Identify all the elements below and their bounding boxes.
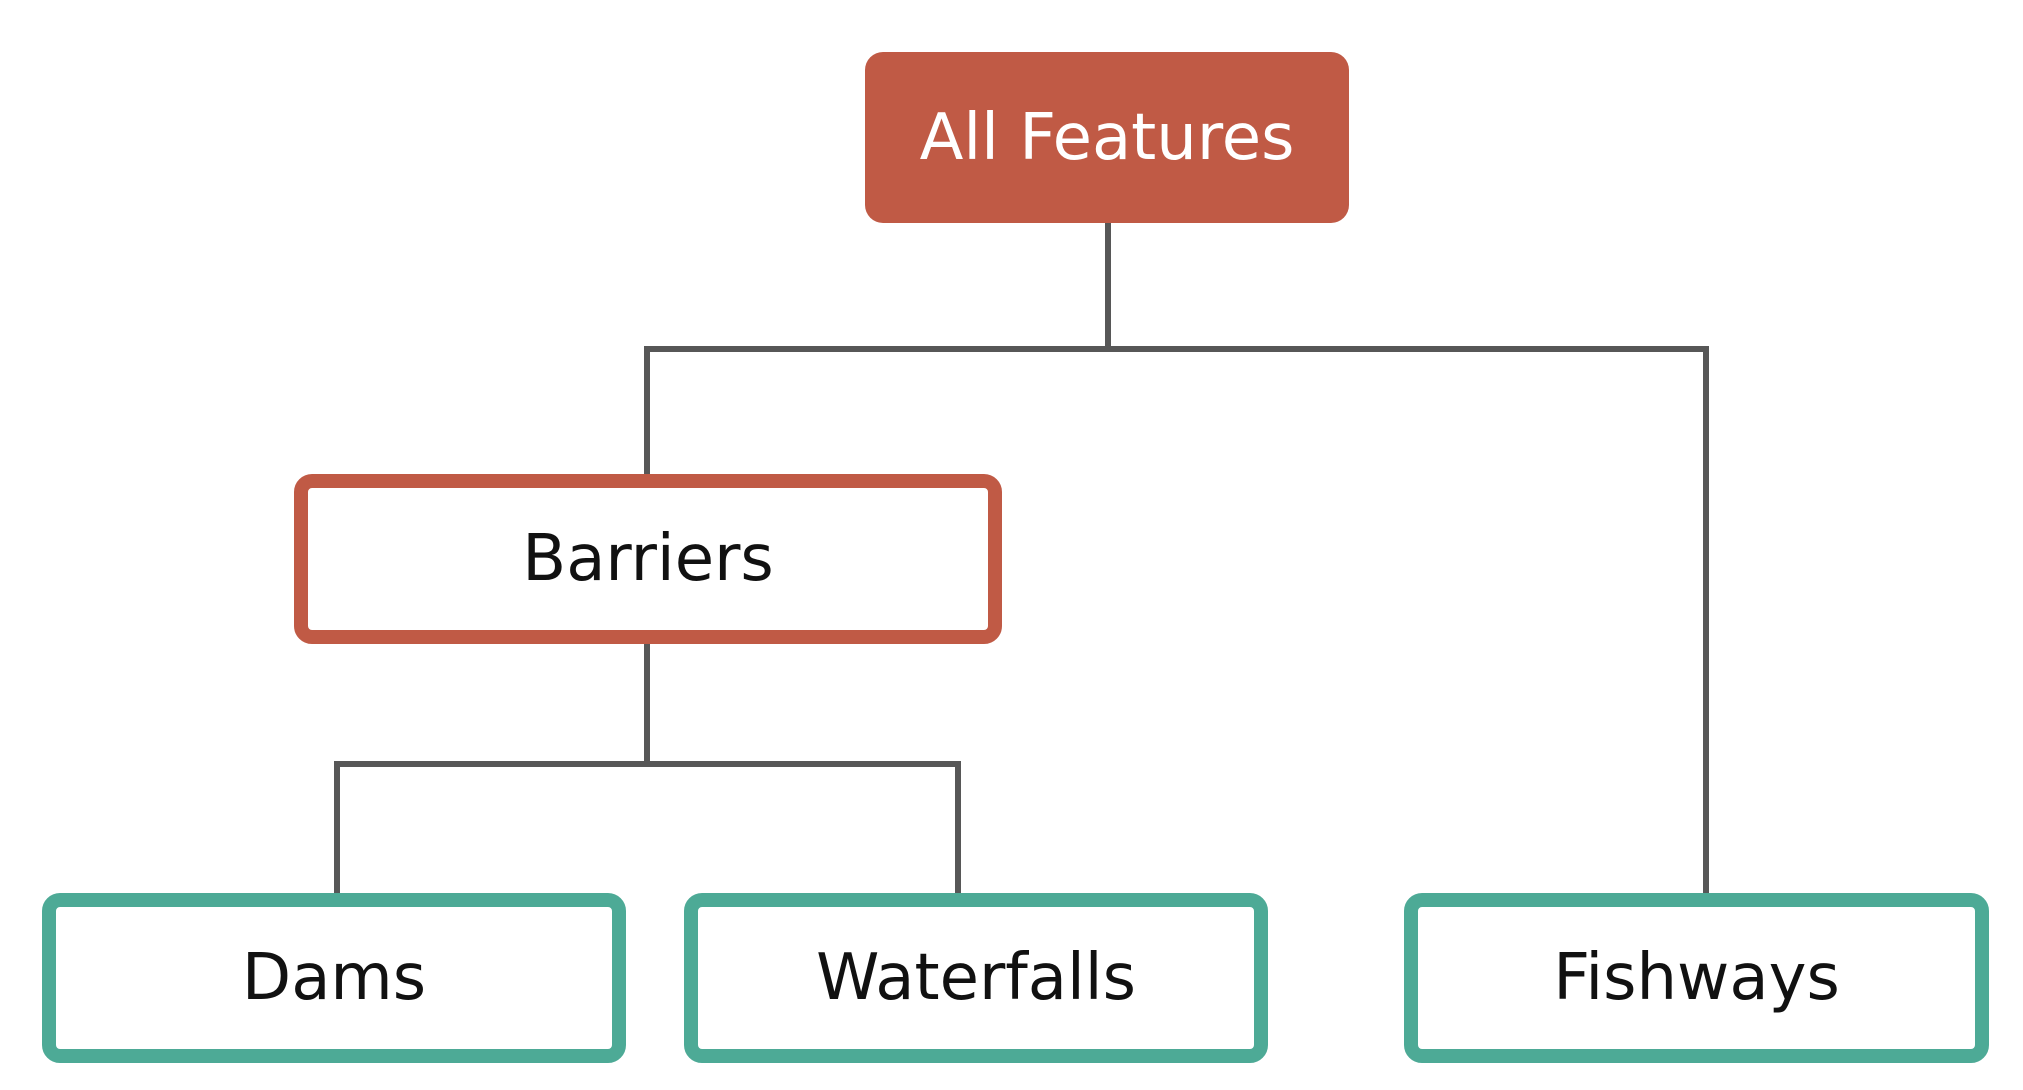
- node-waterfalls-label: Waterfalls: [816, 941, 1136, 1015]
- node-fishways-label: Fishways: [1553, 941, 1840, 1015]
- node-waterfalls: Waterfalls: [684, 893, 1268, 1063]
- node-dams: Dams: [42, 893, 626, 1063]
- node-all-features-label: All Features: [919, 100, 1295, 175]
- node-barriers-label: Barriers: [522, 522, 774, 596]
- node-barriers: Barriers: [294, 474, 1002, 644]
- node-dams-label: Dams: [241, 941, 427, 1015]
- node-fishways: Fishways: [1404, 893, 1989, 1063]
- node-all-features: All Features: [865, 52, 1349, 223]
